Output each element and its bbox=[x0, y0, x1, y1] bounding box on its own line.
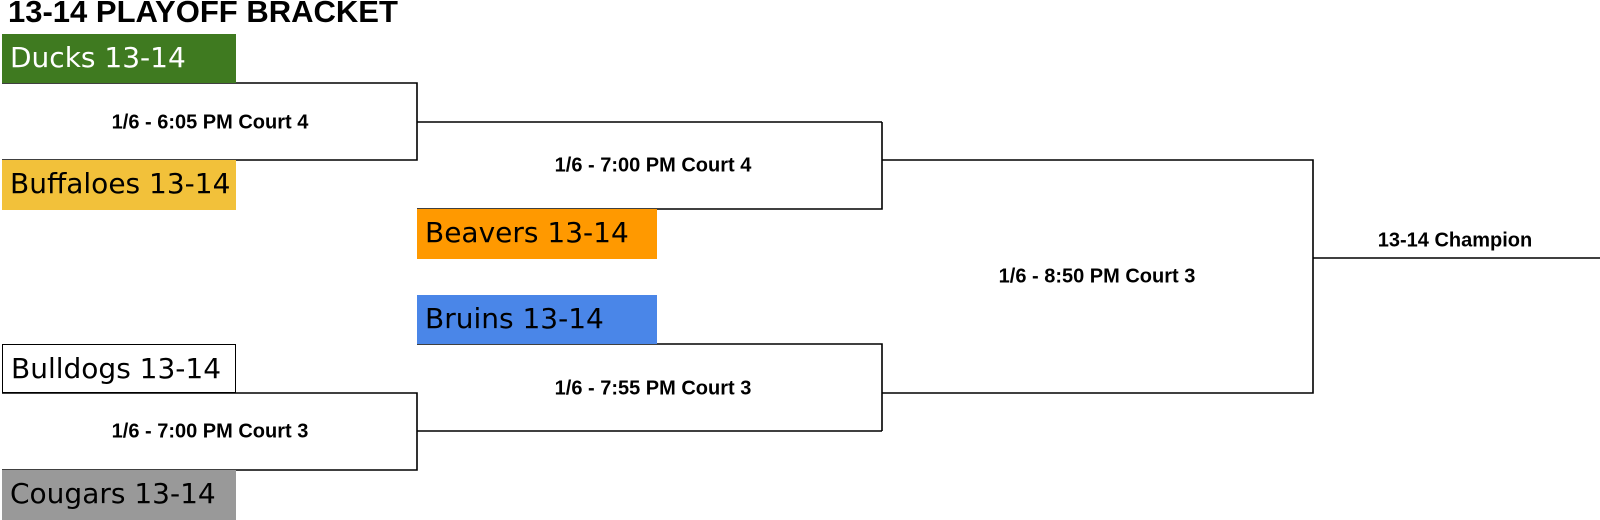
team-bulldogs: Bulldogs 13-14 bbox=[2, 344, 236, 393]
game-label-4: 1/6 - 7:55 PM Court 3 bbox=[554, 377, 752, 400]
game-label-3: 1/6 - 8:50 PM Court 3 bbox=[998, 265, 1196, 288]
page-title: 13-14 PLAYOFF BRACKET bbox=[8, 0, 398, 29]
team-label: Buffaloes 13-14 bbox=[10, 167, 231, 200]
semis-bracket bbox=[882, 159, 1314, 394]
game-label-2: 1/6 - 7:00 PM Court 4 bbox=[554, 154, 752, 177]
game-label-5: 1/6 - 7:00 PM Court 3 bbox=[111, 420, 309, 443]
champion-label: 13-14 Champion bbox=[1377, 229, 1533, 252]
team-buffaloes: Buffaloes 13-14 bbox=[2, 160, 236, 210]
team-ducks: Ducks 13-14 bbox=[2, 34, 236, 83]
team-label: Bulldogs 13-14 bbox=[11, 352, 222, 385]
game4-bracket bbox=[417, 343, 883, 431]
team-beavers: Beavers 13-14 bbox=[417, 209, 657, 259]
team-label: Ducks 13-14 bbox=[10, 41, 186, 74]
game-label-1: 1/6 - 6:05 PM Court 4 bbox=[111, 111, 309, 134]
team-label: Bruins 13-14 bbox=[425, 302, 604, 335]
team-cougars: Cougars 13-14 bbox=[2, 470, 236, 520]
team-bruins: Bruins 13-14 bbox=[417, 295, 657, 344]
team-label: Cougars 13-14 bbox=[10, 477, 216, 510]
bracket-lines bbox=[2, 82, 1600, 471]
team-label: Beavers 13-14 bbox=[425, 216, 629, 249]
